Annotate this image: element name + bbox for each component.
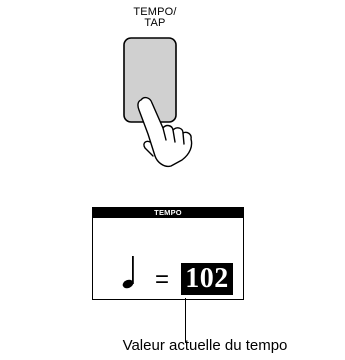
equals-sign: = xyxy=(155,266,170,293)
callout-caption: Valeur actuelle du tempo xyxy=(122,337,288,354)
tempo-tap-label-line1: TEMPO/ xyxy=(133,6,177,18)
tempo-tap-label-line2: TAP xyxy=(144,17,166,29)
display-header: TEMPO xyxy=(93,208,243,218)
callout-line xyxy=(185,298,186,342)
quarter-note-icon xyxy=(122,256,134,289)
tempo-tap-label: TEMPO/ TAP xyxy=(110,7,200,29)
pointing-hand-icon xyxy=(137,96,193,168)
tempo-value: 102 xyxy=(181,263,233,295)
button-press-illustration xyxy=(123,37,193,168)
tempo-display: TEMPO = 102 xyxy=(92,207,244,300)
